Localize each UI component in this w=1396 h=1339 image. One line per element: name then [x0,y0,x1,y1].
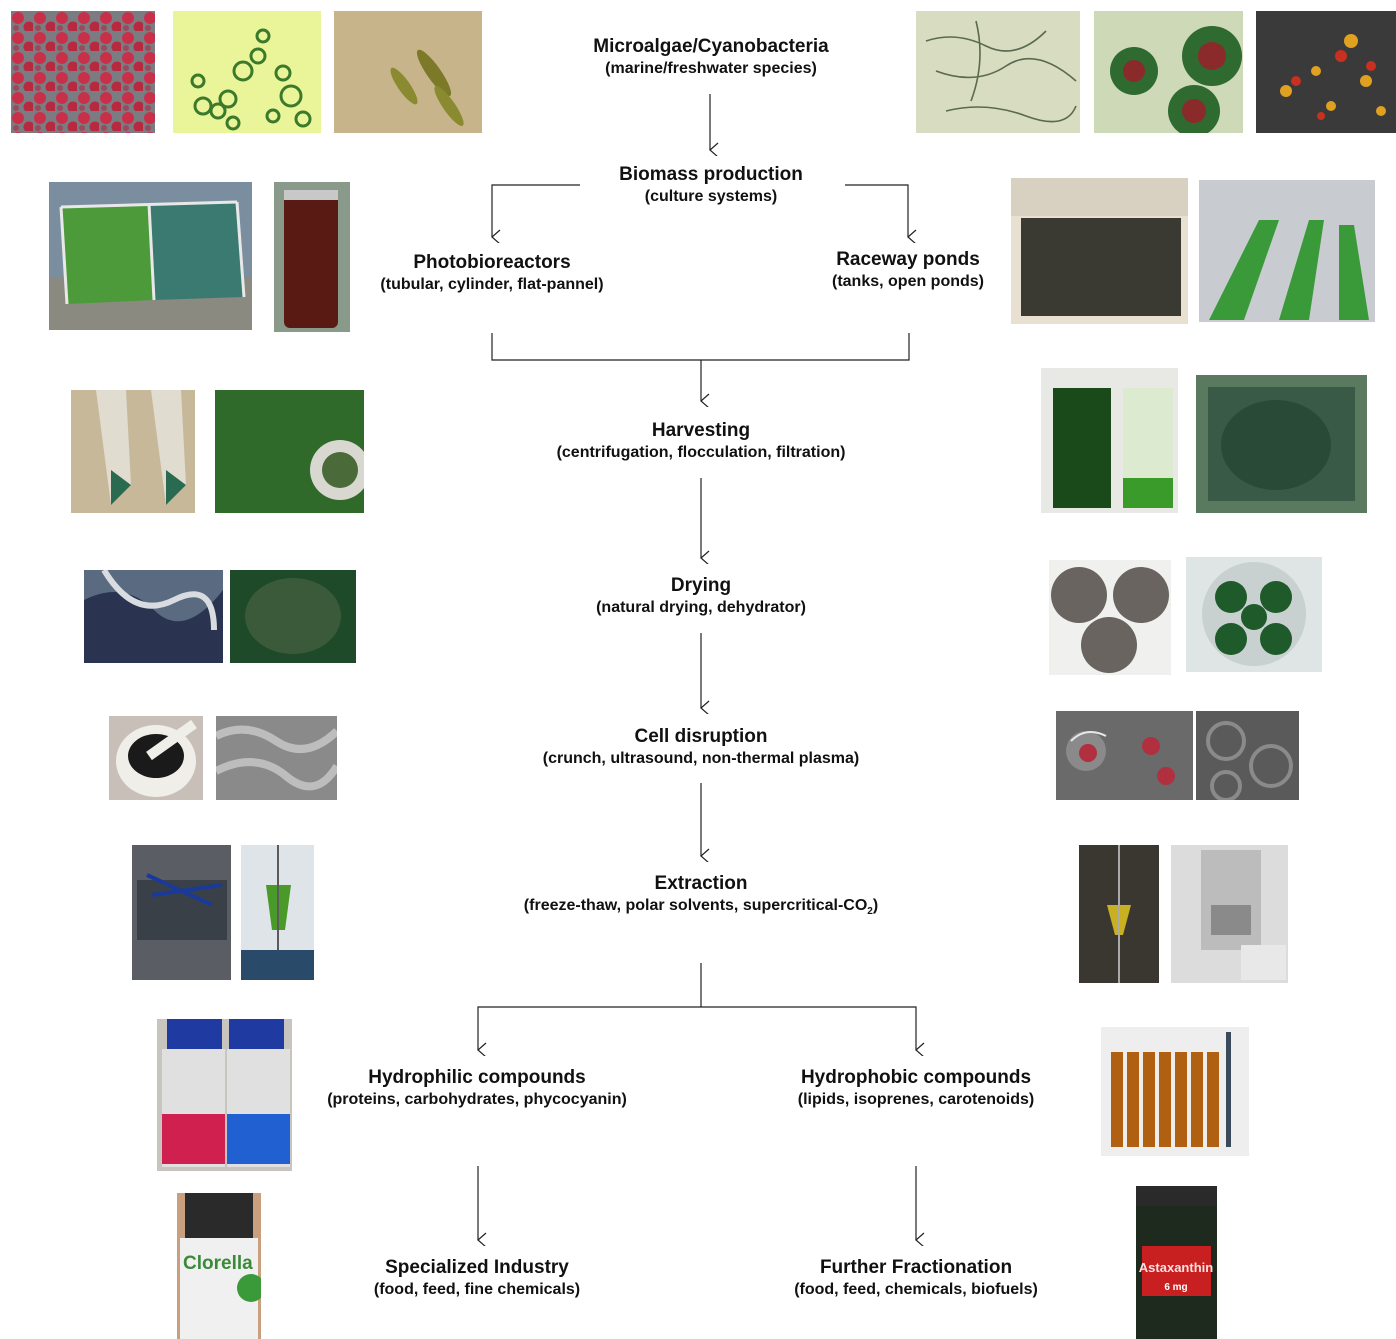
node-hydrophilic: Hydrophilic compounds (proteins, carbohy… [327,1066,627,1110]
node-biomass-title: Biomass production [619,164,803,185]
photo-dried-discs [1049,560,1171,675]
node-fractionation-title: Further Fractionation [819,1257,1013,1278]
node-pbr-title: Photobioreactors [413,252,571,273]
arrow-to-hydrophilic [478,1006,701,1050]
node-pbr-sub: (tubular, cylinder, flat-pannel) [380,276,604,293]
node-hydrophilic-sub: (proteins, carbohydrates, phycocyanin) [327,1091,627,1108]
photo-carotenoid-vials [1101,1027,1249,1156]
photo-phycocyanin-bottles [157,1019,292,1171]
node-hydrophilic-title: Hydrophilic compounds [368,1067,586,1088]
photo-raceway-tank [1011,178,1188,324]
node-cell-disruption: Cell disruption (crunch, ultrasound, non… [543,725,859,769]
photo-disrupted-cells-micrograph [1056,711,1193,800]
merge-culture-systems [491,333,910,361]
node-disruption-title: Cell disruption [634,726,768,747]
node-fractionation-sub: (food, feed, chemicals, biofuels) [794,1281,1038,1298]
photo-fluorescence-micrograph [1256,11,1396,133]
photo-solvent-extraction-setup [1079,845,1159,983]
node-raceway-title: Raceway ponds [836,249,980,270]
photo-sem-surface [216,716,337,800]
node-microalgae: Microalgae/Cyanobacteria (marine/freshwa… [593,35,828,79]
photo-flat-panel-photobioreactor [49,182,252,330]
photo-extraction-apparatus [132,845,231,980]
node-raceway: Raceway ponds (tanks, open ponds) [832,248,984,292]
photo-clorella-product-bottle: Clorella [177,1193,261,1339]
photo-cysts-micrograph [1094,11,1243,133]
node-hydrophobic-title: Hydrophobic compounds [800,1067,1032,1088]
photo-mortar-pestle [109,716,203,800]
arrow-to-hydrophobic [701,1006,916,1050]
node-harvesting: Harvesting (centrifugation, flocculation… [557,419,846,463]
node-raceway-sub: (tanks, open ponds) [832,273,984,290]
node-further-fractionation: Further Fractionation (food, feed, chemi… [794,1256,1038,1300]
node-industry-title: Specialized Industry [385,1257,569,1278]
photo-cylinder-photobioreactor [274,182,350,332]
photo-dried-powder [230,570,356,663]
node-harvesting-title: Harvesting [651,420,751,441]
photo-dried-sheets [84,570,223,663]
node-industry-sub: (food, feed, fine chemicals) [373,1281,581,1298]
photo-green-cells-micrograph [173,11,321,133]
photo-supercritical-co2-unit [1171,845,1288,983]
node-extraction-title: Extraction [654,873,748,894]
photo-filament-micrograph [916,11,1080,133]
bottle-right-sub: 6 mg [1164,1282,1187,1293]
photo-red-cells-micrograph [11,11,155,133]
photo-astaxanthin-product-bottle: Astaxanthin 6 mg [1136,1186,1217,1339]
node-harvesting-sub: (centrifugation, flocculation, filtratio… [556,444,846,461]
node-disruption-sub: (crunch, ultrasound, non-thermal plasma) [542,750,860,767]
node-extraction-sub: (freeze-thaw, polar solvents, supercriti… [523,897,879,918]
photo-centrifuge-biomass [215,390,364,513]
node-drying-sub: (natural drying, dehydrator) [596,599,806,616]
node-drying-title: Drying [670,575,732,596]
arrow-biomass-to-raceway [845,184,908,237]
node-microalgae-title: Microalgae/Cyanobacteria [593,36,829,57]
photo-filtered-biomass [1196,375,1367,513]
node-microalgae-sub: (marine/freshwater species) [605,60,817,77]
node-hydrophobic: Hydrophobic compounds (lipids, isoprenes… [798,1066,1035,1110]
photo-diatom-micrograph [334,11,482,133]
photo-settling-bags [71,390,195,513]
node-drying: Drying (natural drying, dehydrator) [596,574,806,618]
photo-separatory-funnel [241,845,314,980]
photo-beakers-flocculation [1041,368,1178,513]
node-biomass-sub: (culture systems) [644,188,778,205]
node-photobioreactors: Photobioreactors (tubular, cylinder, fla… [380,251,603,295]
photo-disrupted-cells-sem [1196,711,1299,800]
bottle-left-label: Clorella [183,1253,253,1274]
photo-raceway-ponds [1199,180,1375,322]
node-extraction: Extraction (freeze-thaw, polar solvents,… [524,872,878,922]
bottle-right-label: Astaxanthin [1139,1260,1213,1275]
photo-dehydrator-tray [1186,557,1322,672]
node-hydrophobic-sub: (lipids, isoprenes, carotenoids) [797,1091,1035,1108]
node-specialized-industry: Specialized Industry (food, feed, fine c… [374,1256,580,1300]
arrow-biomass-to-pbr [492,184,580,237]
node-biomass: Biomass production (culture systems) [619,163,803,207]
